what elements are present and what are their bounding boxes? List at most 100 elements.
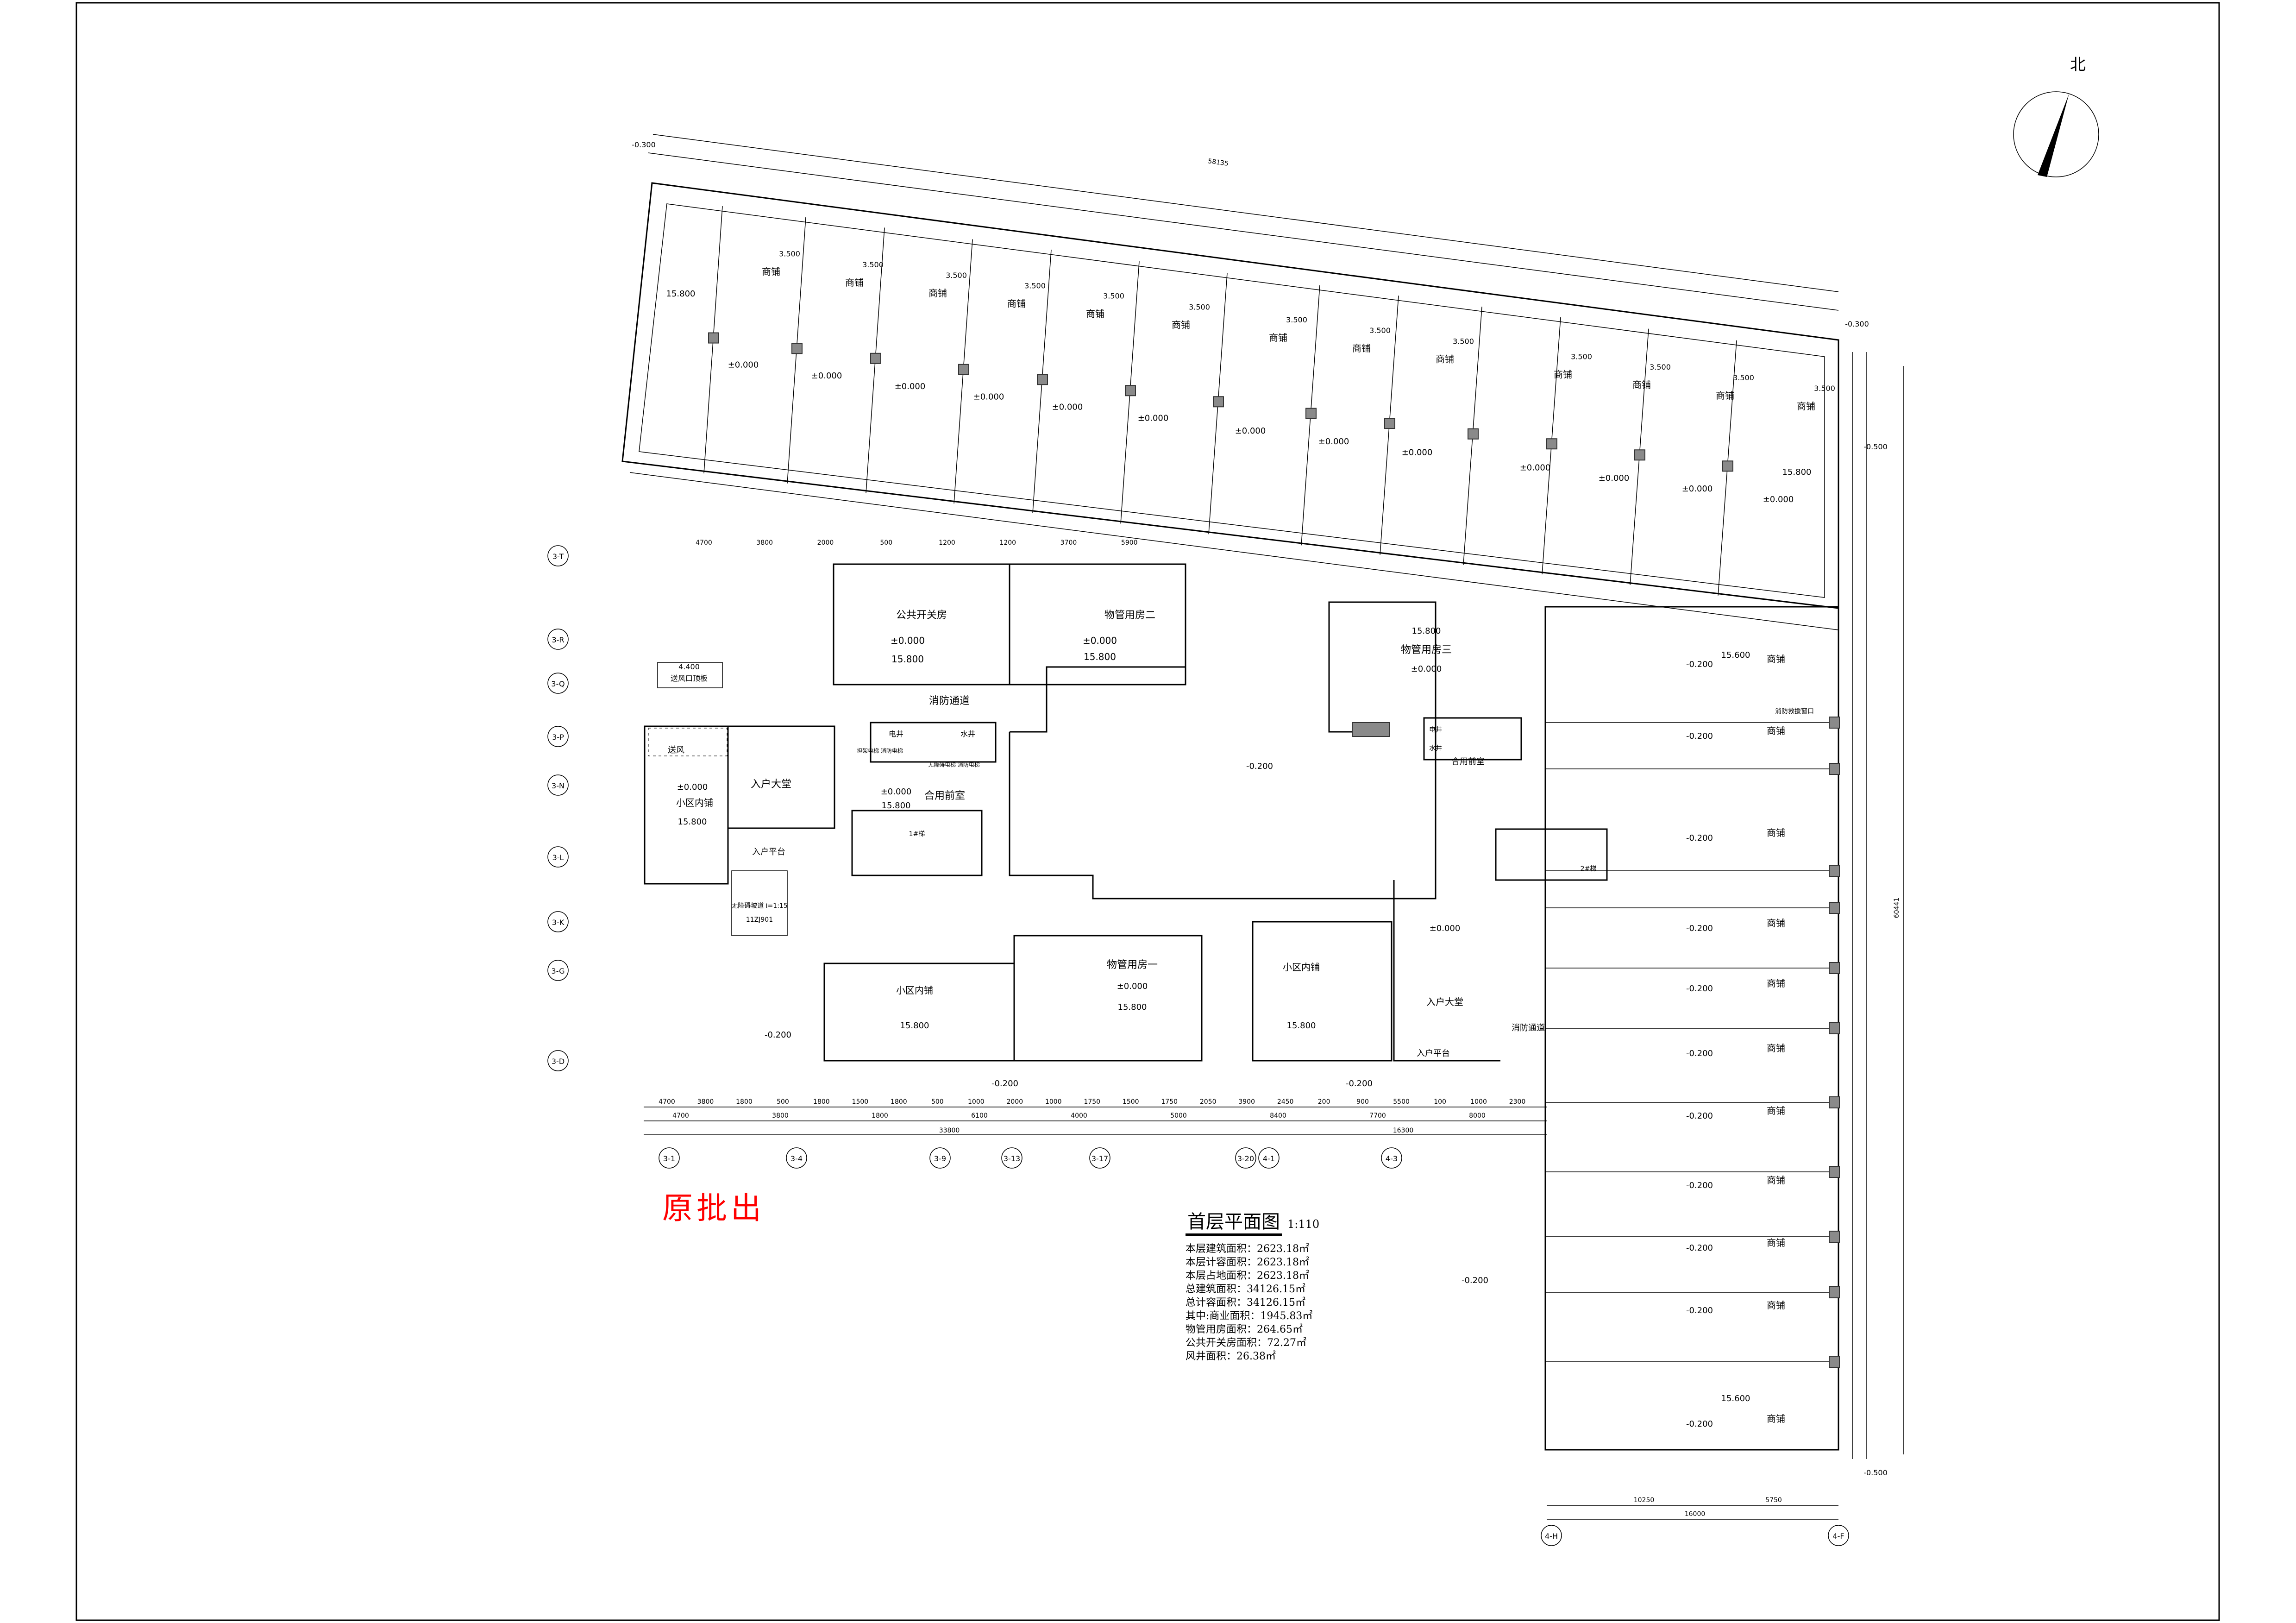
upper-level-label: 15.800 <box>1084 651 1116 662</box>
shop-label: 商铺 <box>1797 401 1815 412</box>
outdoor-level-label: -0.200 <box>1686 1181 1713 1190</box>
upper-level-label: 15.800 <box>1412 626 1441 636</box>
room-label-switch-room: 公共开关房 <box>896 610 947 621</box>
elevator-label: 无障碍电梯 消防电梯 <box>928 761 980 768</box>
outdoor-level-label: -0.200 <box>1686 833 1713 843</box>
axis-bubble <box>547 629 569 650</box>
shop-label: 商铺 <box>762 266 780 277</box>
floor-level-label: ±0.000 <box>1235 426 1266 436</box>
area-row: 本层占地面积：2623.18㎡ <box>1186 1270 1309 1282</box>
axis-label: 3-4 <box>790 1154 803 1163</box>
shop-level-label: 3.500 <box>1733 373 1754 382</box>
dimension-label: 1200 <box>939 539 955 547</box>
shop-label: 商铺 <box>1767 918 1785 929</box>
dimension-label: 6100 <box>971 1112 988 1120</box>
axis-bubble <box>547 726 569 747</box>
dimension-label: 3800 <box>772 1112 789 1120</box>
outdoor-level-label: -0.300 <box>1845 320 1869 328</box>
area-row: 物管用房面积：264.65㎡ <box>1186 1324 1303 1335</box>
dimension-label: 2450 <box>1277 1098 1294 1106</box>
dimension-label: 900 <box>1356 1098 1369 1106</box>
shop-label: 商铺 <box>1767 725 1785 736</box>
floor-level-label: ±0.000 <box>1138 413 1169 423</box>
approval-stamp-text: 原批出 <box>662 1190 765 1226</box>
left-block-outline <box>644 662 835 936</box>
dimension-label: 500 <box>777 1098 789 1106</box>
room-label-entrance-platform: 入户平台 <box>752 847 785 857</box>
axis-bubble <box>1541 1525 1562 1546</box>
shop-label: 商铺 <box>1554 369 1572 380</box>
water-shaft-label: 水井 <box>1429 745 1442 752</box>
upper-level-label: 15.800 <box>891 654 924 665</box>
axis-bubble <box>1001 1147 1023 1169</box>
room-label-fire-passage: 消防通道 <box>1512 1023 1545 1033</box>
north-label: 北 <box>2070 56 2086 74</box>
dimension-label: 3800 <box>697 1098 714 1106</box>
shop-label: 商铺 <box>928 288 947 299</box>
outdoor-level-label: -0.200 <box>1686 660 1713 669</box>
dimension-label: 5500 <box>1393 1098 1410 1106</box>
dimension-label: 33800 <box>939 1127 960 1134</box>
dimension-label: 4700 <box>672 1112 689 1120</box>
floor-level-label: ±0.000 <box>1763 495 1794 504</box>
area-row: 风井面积：26.38㎡ <box>1186 1351 1276 1362</box>
area-row: 总计容面积：34126.15㎡ <box>1186 1297 1305 1308</box>
dimension-label: 1750 <box>1161 1098 1178 1106</box>
outdoor-level-label: -0.300 <box>632 140 656 149</box>
outdoor-level-label: -0.200 <box>1686 984 1713 994</box>
axis-label: 3-P <box>552 733 564 742</box>
area-row: 本层建筑面积：2623.18㎡ <box>1186 1243 1309 1255</box>
area-row: 公共开关房面积：72.27㎡ <box>1186 1337 1306 1349</box>
room-label-property-room-3: 物管用房三 <box>1401 644 1452 656</box>
shop-level-label: 3.500 <box>1369 326 1391 335</box>
stair-label: 2#梯 <box>1581 865 1597 873</box>
axis-bubble <box>547 960 569 981</box>
elec-shaft-label: 电井 <box>1429 726 1442 734</box>
upper-level-label: 15.800 <box>666 289 696 299</box>
dimension-label: 2000 <box>1006 1098 1023 1106</box>
shop-label: 商铺 <box>1767 1105 1785 1116</box>
shop-label: 商铺 <box>1632 379 1651 390</box>
dimension-label: 1500 <box>1123 1098 1139 1106</box>
outdoor-level-label: -0.200 <box>991 1079 1018 1088</box>
shop-label: 商铺 <box>845 277 864 288</box>
axis-bubble <box>547 846 569 868</box>
drawing-title: 首层平面图 <box>1186 1207 1282 1236</box>
axis-label: 4-H <box>1545 1532 1558 1541</box>
axis-label: 4-3 <box>1386 1154 1398 1163</box>
axis-label: 3-1 <box>663 1154 675 1163</box>
upper-level-label: 15.800 <box>882 801 911 811</box>
middle-block-outline <box>823 563 1608 1062</box>
shop-level-label: 3.500 <box>1453 337 1474 346</box>
dimension-label: 1750 <box>1084 1098 1100 1106</box>
area-row: 其中:商业面积：1945.83㎡ <box>1186 1310 1313 1322</box>
dimension-label: 7700 <box>1369 1112 1386 1120</box>
dimension-label: 60441 <box>1893 898 1901 918</box>
room-label-community-shop: 小区内铺 <box>676 797 713 808</box>
outdoor-level-label: -0.200 <box>1686 1111 1713 1121</box>
axis-bubble <box>547 545 569 566</box>
dimension-label: 1800 <box>736 1098 753 1106</box>
shop-label: 商铺 <box>1767 1175 1785 1186</box>
shop-level-label: 3.500 <box>1650 363 1671 371</box>
axis-bubble <box>1089 1147 1110 1169</box>
area-row: 总建筑面积：34126.15㎡ <box>1186 1283 1305 1295</box>
shop-label: 商铺 <box>1436 354 1454 365</box>
room-label-property-room-2: 物管用房二 <box>1104 610 1155 621</box>
floor-level-label: ±0.000 <box>811 371 842 381</box>
upper-level-label: 15.800 <box>1287 1021 1316 1031</box>
shop-label: 商铺 <box>1767 827 1785 838</box>
ramp-ref-label: 11ZJ901 <box>746 916 773 924</box>
floor-level-label: ±0.000 <box>677 782 708 792</box>
outdoor-level-label: -0.200 <box>1686 1243 1713 1253</box>
shop-label: 商铺 <box>1767 978 1785 989</box>
floor-level-label: ±0.000 <box>1682 484 1713 494</box>
dimension-label: 2000 <box>817 539 834 547</box>
floor-level-label: ±0.000 <box>1599 473 1630 483</box>
shop-level-label: 3.500 <box>1024 281 1046 290</box>
dimension-label: 3800 <box>756 539 773 547</box>
axis-bubble <box>1258 1147 1280 1169</box>
supply-air-label: 送风 <box>668 745 684 755</box>
